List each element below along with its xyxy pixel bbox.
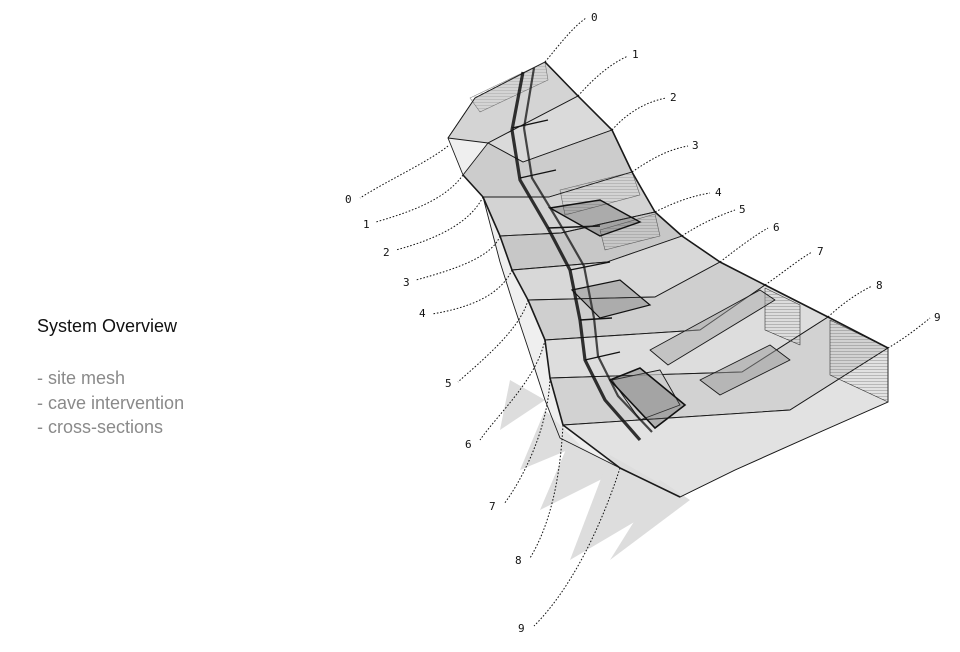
section-labels: 0 1 2 3 4 5 6 7 8 9 0 1 2 3 4 5 6 7 8 9 xyxy=(345,11,941,635)
section-label-left-0: 0 xyxy=(345,193,352,206)
section-label-right-3: 3 xyxy=(692,139,699,152)
section-label-right-7: 7 xyxy=(817,245,824,258)
section-label-left-1: 1 xyxy=(363,218,370,231)
overview-item-site-mesh: site mesh xyxy=(37,366,184,391)
section-label-right-2: 2 xyxy=(670,91,677,104)
section-label-left-6: 6 xyxy=(465,438,472,451)
section-label-right-4: 4 xyxy=(715,186,722,199)
cave-intervention xyxy=(510,67,687,442)
section-label-right-5: 5 xyxy=(739,203,746,216)
section-label-left-9: 9 xyxy=(518,622,525,635)
section-label-left-3: 3 xyxy=(403,276,410,289)
site-mesh xyxy=(447,61,889,498)
overview-item-cave-intervention: cave intervention xyxy=(37,391,184,416)
overview-list: site mesh cave intervention cross-sectio… xyxy=(37,366,184,440)
section-label-left-4: 4 xyxy=(419,307,426,320)
overview-title: System Overview xyxy=(37,316,178,336)
section-label-right-0: 0 xyxy=(591,11,598,24)
overview-item-cross-sections: cross-sections xyxy=(37,415,184,440)
section-label-left-8: 8 xyxy=(515,554,522,567)
section-label-right-8: 8 xyxy=(876,279,883,292)
section-label-left-7: 7 xyxy=(489,500,496,513)
section-label-right-9: 9 xyxy=(934,311,941,324)
section-label-left-2: 2 xyxy=(383,246,390,259)
section-label-right-1: 1 xyxy=(632,48,639,61)
section-label-left-5: 5 xyxy=(445,377,452,390)
section-label-right-6: 6 xyxy=(773,221,780,234)
cross-section-leaders xyxy=(359,17,931,627)
